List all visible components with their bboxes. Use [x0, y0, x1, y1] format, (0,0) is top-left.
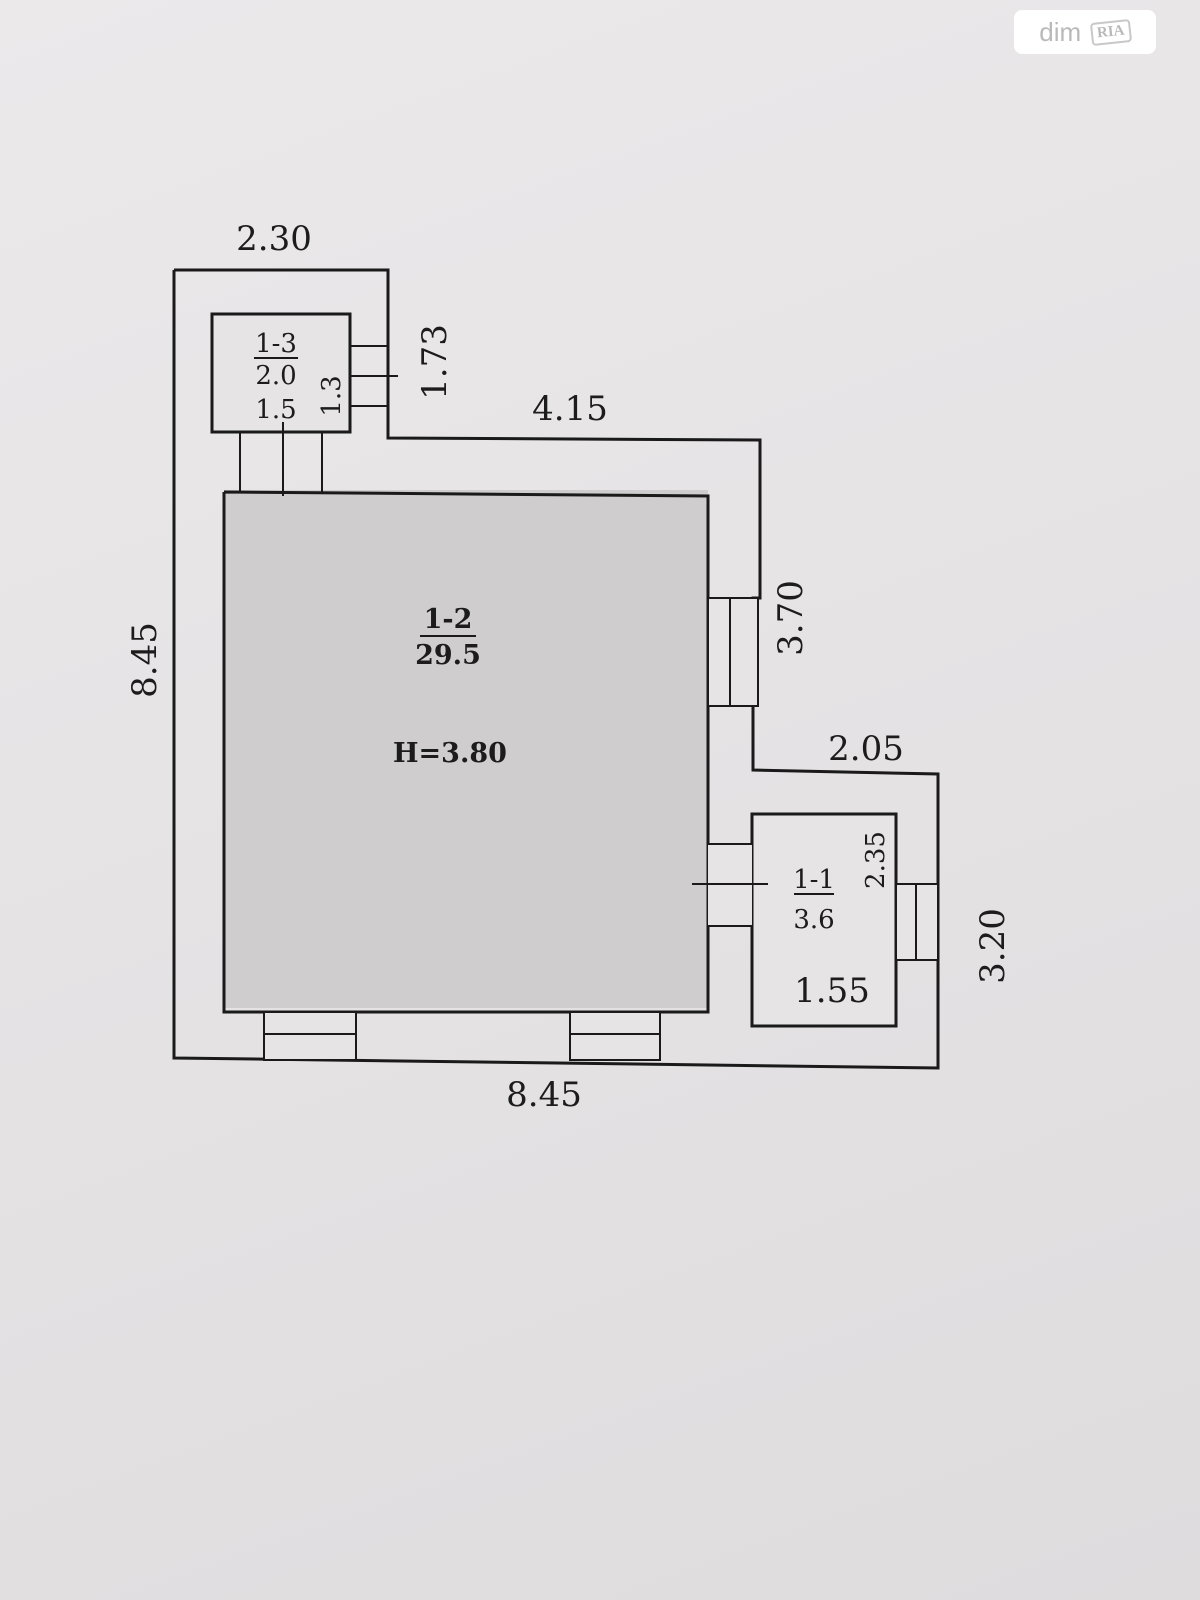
- room-1-3-id: 1-3: [255, 329, 297, 359]
- room-1-2-area: 29.5: [415, 640, 481, 671]
- room-1-1-depth: 2.35: [861, 831, 891, 889]
- watermark-brand-suffix: RIA: [1090, 18, 1132, 46]
- room-1-2-id: 1-2: [424, 604, 473, 635]
- room-1-2-height: H=3.80: [393, 738, 507, 769]
- room-1-3-width: 1.5: [255, 395, 296, 425]
- dimension-top-middle: 4.15: [532, 389, 608, 429]
- door-hall-to-1-1: [692, 843, 768, 927]
- room-1-2-floor: [224, 490, 708, 1008]
- room-1-1-label: 1-1 3.6 1.55 2.35: [793, 831, 891, 1011]
- room-1-3-window: [350, 345, 398, 407]
- dimension-stair-side: 1.73: [415, 324, 455, 400]
- bottom-window-right: [569, 1011, 661, 1061]
- room-1-3-walls: [210, 312, 352, 434]
- dimria-watermark: dim RIA: [1014, 10, 1156, 54]
- room-1-1-width: 1.55: [794, 971, 870, 1011]
- bottom-window-left: [263, 1011, 357, 1061]
- dimension-left: 8.45: [125, 622, 165, 698]
- dimension-bottom: 8.45: [506, 1075, 582, 1115]
- room-1-3-depth: 1.3: [317, 375, 347, 416]
- dimension-right-step: 2.05: [828, 729, 904, 769]
- dimension-right-lower: 3.20: [973, 908, 1013, 984]
- room-1-3-area: 2.0: [255, 361, 296, 391]
- room-1-1-id: 1-1: [793, 865, 835, 895]
- door-1-3-to-hall: [239, 422, 323, 496]
- room-1-2-label: 1-2 29.5 H=3.80: [393, 604, 507, 769]
- watermark-brand: dim: [1039, 16, 1082, 47]
- dimension-top-left: 2.30: [236, 219, 312, 259]
- dimension-right-upper: 3.70: [771, 580, 811, 656]
- room-1-1-area: 3.6: [793, 905, 834, 935]
- room-1-3-label: 1-3 2.0 1.5 1.3: [254, 329, 347, 425]
- right-window: [707, 597, 759, 707]
- room-1-2-walls: [222, 490, 710, 1014]
- room-1-1-window: [895, 883, 939, 961]
